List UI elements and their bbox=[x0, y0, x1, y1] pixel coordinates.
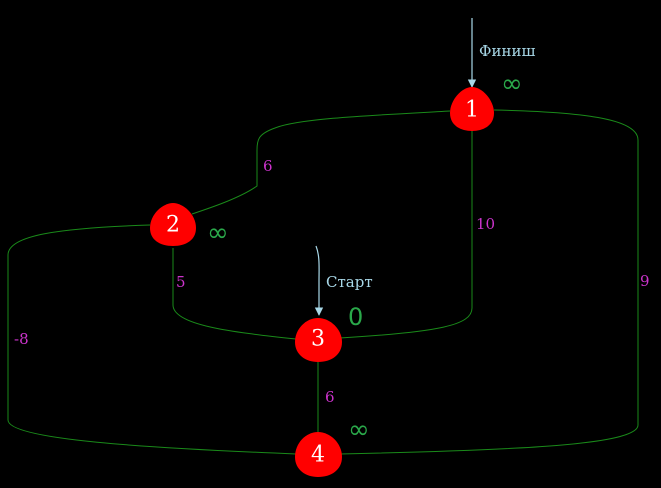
weight-2-4: -8 bbox=[14, 330, 29, 348]
edge-1-3[interactable] bbox=[339, 128, 473, 339]
finish-label: Финиш bbox=[479, 42, 535, 60]
node-4[interactable]: 4 bbox=[295, 432, 342, 477]
node-4-shape[interactable] bbox=[295, 432, 342, 477]
start-label: Старт bbox=[326, 273, 373, 291]
node-2-label: 2 bbox=[166, 213, 180, 238]
node-2[interactable]: 2 bbox=[150, 203, 196, 246]
edge-1-4[interactable] bbox=[339, 109, 639, 455]
node-1-shape[interactable] bbox=[450, 87, 494, 131]
node-1-label: 1 bbox=[465, 98, 479, 123]
weight-1-3: 10 bbox=[476, 215, 495, 233]
node-1[interactable]: 1 bbox=[450, 87, 494, 131]
node-2-shape[interactable] bbox=[150, 203, 196, 246]
weight-1-2: 6 bbox=[263, 157, 273, 175]
edge-2-4[interactable] bbox=[7, 224, 297, 455]
weight-1-4: 9 bbox=[640, 272, 650, 290]
nodes: 1 2 3 4 bbox=[150, 87, 494, 477]
markers: Финиш Старт bbox=[314, 18, 535, 316]
edge-2-3[interactable] bbox=[172, 248, 297, 340]
node-3[interactable]: 3 bbox=[295, 318, 342, 362]
start-arrow bbox=[314, 245, 324, 316]
edge-weights: 6 10 9 5 -8 6 bbox=[14, 157, 650, 406]
node-2-distance: ∞ bbox=[207, 218, 229, 248]
edge-1-2[interactable] bbox=[191, 110, 451, 215]
weight-3-4: 6 bbox=[325, 388, 335, 406]
node-3-label: 3 bbox=[311, 327, 325, 352]
edges bbox=[7, 109, 639, 455]
node-1-distance: ∞ bbox=[501, 69, 523, 99]
node-4-label: 4 bbox=[311, 443, 325, 468]
distance-labels: ∞ ∞ 0 ∞ bbox=[207, 69, 523, 445]
weight-2-3: 5 bbox=[176, 273, 186, 291]
node-4-distance: ∞ bbox=[348, 415, 370, 445]
node-3-distance: 0 bbox=[348, 303, 363, 331]
node-3-shape[interactable] bbox=[295, 318, 342, 362]
